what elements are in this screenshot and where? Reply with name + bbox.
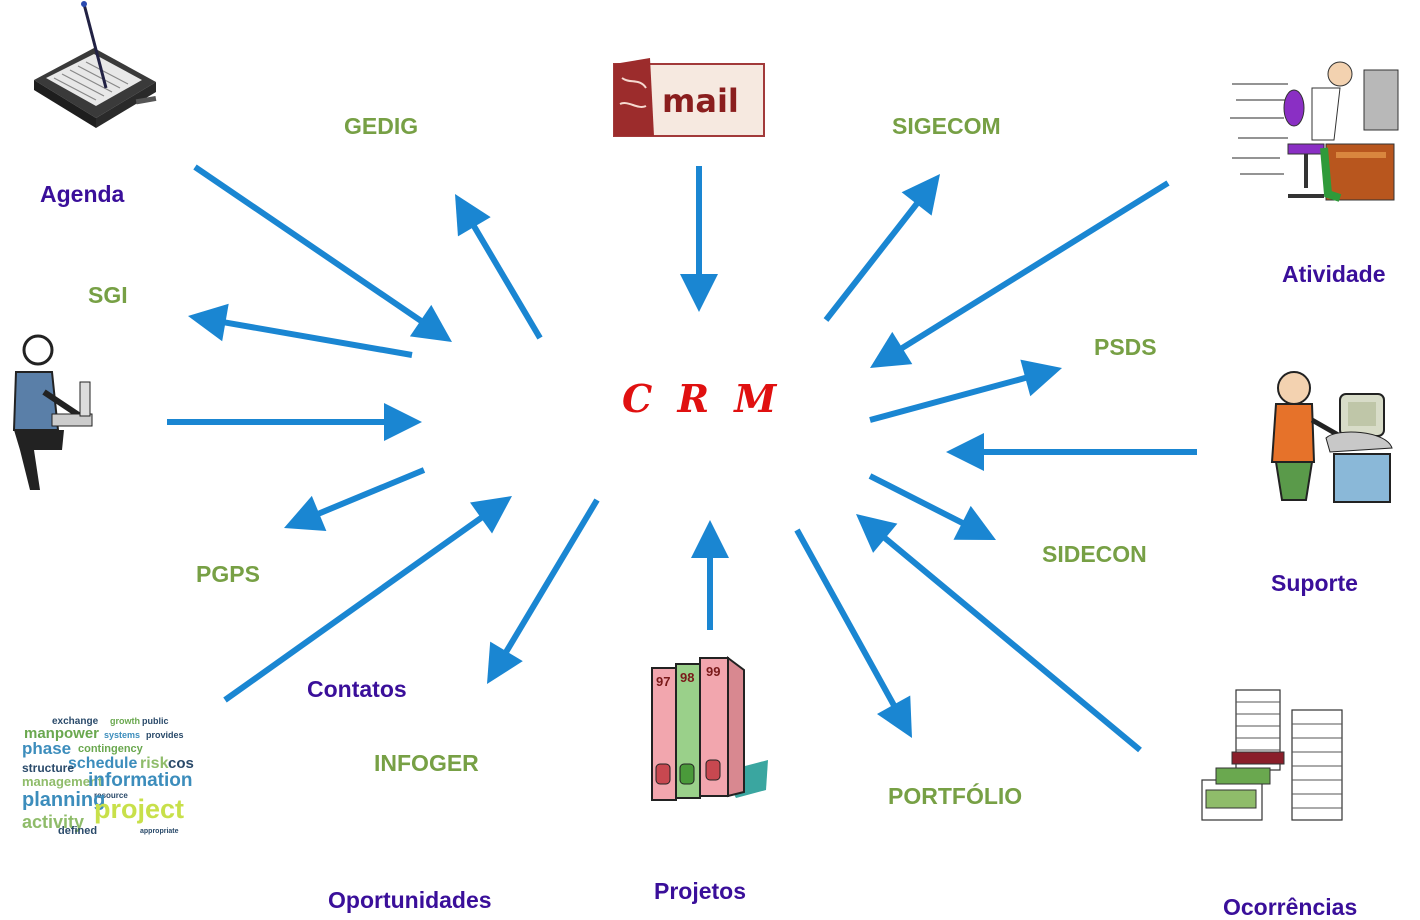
paper-stacks-icon [1201,689,1343,821]
frustrated-support-cartoon-icon [1270,371,1393,503]
arrow-crm-to-sigecom [823,174,940,322]
arrow-atividade-to-crm [870,180,1170,368]
arrow-head [409,304,452,342]
arrow-shaft [868,473,966,527]
word-cloud-word: planning [22,789,105,811]
arrow-agenda-to-crm [193,164,452,342]
arrow-projetos-to-crm [691,520,729,630]
arrow-head [876,695,912,738]
word-cloud-word: risk [140,755,169,772]
word-cloud-word: cost [168,755,194,772]
system-label-pgps: PGPS [196,561,260,587]
module-label-agenda: Agenda [40,181,125,207]
mail-envelope-icon: mail [613,58,765,137]
arrow-shaft [502,498,600,655]
word-cloud-word: project [94,794,184,824]
system-label-psds: PSDS [1094,334,1157,360]
system-label-gedig: GEDIG [344,113,419,139]
arrow-shaft [869,374,1029,423]
word-cloud-word: resource [94,791,128,800]
word-cloud-word: defined [58,825,97,836]
arrow-head [856,514,898,553]
arrow-ocorrencias-to-crm [856,514,1142,753]
word-cloud-word: exchange [52,716,99,727]
word-cloud-word: public [142,716,169,726]
system-label-sigecom: SIGECOM [892,113,1001,139]
word-cloud-word: manpower [24,725,99,742]
word-cloud-word: phase [22,739,71,758]
arrow-shaft [470,223,543,340]
word-cloud-word: schedule [68,755,137,772]
project-word-cloud-image: exchange growth public manpower systems … [22,712,194,836]
arrow-head [870,331,913,368]
arrow-suporte-to-crm [946,433,1197,471]
module-label-contatos: Contatos [307,676,407,702]
binder-label: 98 [680,670,694,685]
word-cloud-word: provides [146,730,184,740]
arrow-shaft [223,514,485,703]
arrow-crm-to-portfolio [794,528,912,738]
arrow-shaft [316,467,426,517]
system-label-sgi: SGI [88,282,128,308]
word-cloud-word: structure [22,761,74,775]
word-cloud-word: contingency [78,743,144,755]
word-cloud-word: information [88,770,193,791]
arrow-crm-to-sgi [188,303,413,358]
arrow-crm-to-pgps [284,467,426,532]
binder-label: 99 [706,664,720,679]
arrow-crm-to-psds [869,359,1062,423]
busy-worker-cartoon-icon [1230,61,1399,202]
arrow-crm-to-infoger [487,498,600,684]
module-label-projetos: Projetos [654,878,747,904]
arrow-head [455,194,491,237]
system-label-sidecon: SIDECON [1042,541,1147,567]
word-cloud-word: activity [22,812,84,832]
arrow-shaft [881,534,1142,753]
project-binders-icon: 97 98 99 [651,656,768,801]
word-cloud-word: management [22,774,103,789]
arrow-head [487,641,523,684]
arrow-head [470,496,512,534]
arrow-shaft [193,164,424,325]
arrow-head [901,174,940,216]
system-label-infoger: INFOGER [374,750,479,776]
arrow-shaft [222,319,413,358]
binder-label: 97 [656,674,670,689]
arrow-head [384,403,422,441]
arrow-shaft [823,200,921,322]
module-label-suporte: Suporte [1271,570,1358,596]
arrow-shaft [794,528,898,708]
arrow-user-to-crm [167,403,422,441]
module-label-atividade: Atividade [1282,261,1386,287]
arrow-head [188,303,229,342]
word-cloud-word: systems [104,730,140,740]
arrow-head [953,505,996,540]
word-cloud-word: growth [110,716,140,726]
arrow-head [691,520,729,558]
arrow-head [946,433,984,471]
arrow-crm-to-sidecon [868,473,996,540]
module-label-oportunidades: Oportunidades [328,887,492,913]
arrow-oportunidades-to-crm [223,496,512,703]
arrow-head [1020,359,1062,397]
laptop-user-icon [12,334,93,490]
arrow-head [680,274,718,312]
arrow-mail-to-crm [680,166,718,312]
module-label-ocorrencias: Ocorrências [1223,894,1358,920]
arrow-head [284,495,327,532]
system-label-portfolio: PORTFÓLIO [888,783,1023,809]
arrow-shaft [899,180,1170,352]
crm-center-label: C R M [622,376,783,421]
arrow-crm-to-gedig [455,194,543,340]
agenda-device-icon [34,1,157,128]
word-cloud-word: appropriate [140,828,179,835]
mail-text: mail [662,82,739,120]
